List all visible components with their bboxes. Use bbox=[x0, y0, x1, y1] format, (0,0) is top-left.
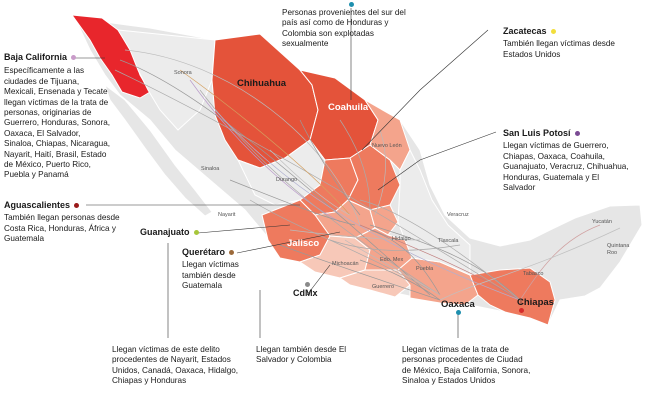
label-edo-mex: Edo. Mex bbox=[380, 257, 404, 263]
state-guerrero bbox=[338, 269, 411, 298]
callout-desc: También llegan víctimas desde Estados Un… bbox=[503, 39, 615, 59]
label-puebla: Puebla bbox=[416, 266, 434, 272]
callout-desc: Llegan víctimas de la trata de personas … bbox=[402, 345, 531, 386]
callout-baja-california: Baja California Específicamente a las ci… bbox=[4, 52, 112, 181]
callout-zacatecas: Zacatecas También llegan víctimas desde … bbox=[503, 26, 631, 60]
marker-oaxaca bbox=[456, 310, 461, 315]
callout-title: Zacatecas bbox=[503, 26, 547, 36]
label-tlaxcala: Tlaxcala bbox=[438, 238, 459, 244]
label-yucatan: Yucatán bbox=[592, 219, 612, 225]
callout-oaxaca-detail: Llegan víctimas de la trata de personas … bbox=[402, 345, 532, 387]
callout-title: CdMx bbox=[293, 288, 318, 298]
label-tabasco: Tabasco bbox=[523, 271, 544, 277]
marker-dot bbox=[349, 2, 354, 7]
callout-north-exploitation: Personas provenientes del sur del país a… bbox=[282, 2, 412, 50]
callout-title: San Luis Potosí bbox=[503, 128, 571, 138]
label-durango: Durango bbox=[276, 177, 298, 183]
callout-desc: Llegan víctimas de Guerrero, Chiapas, Oa… bbox=[503, 141, 629, 193]
callout-desc: Llegan víctimas de este delito procedent… bbox=[112, 345, 239, 386]
state-label-coahuila: Coahuila bbox=[328, 102, 369, 113]
marker-dot bbox=[229, 250, 235, 256]
callout-aguascalientes: Aguascalientes También llegan personas d… bbox=[4, 200, 136, 245]
state-label-jalisco: Jalisco bbox=[287, 238, 320, 249]
label-sonora: Sonora bbox=[174, 70, 192, 76]
callout-desc: Específicamente a las ciudades de Tijuan… bbox=[4, 66, 111, 180]
state-label-chiapas: Chiapas bbox=[517, 297, 554, 308]
label-hidalgo: Hidalgo bbox=[392, 236, 411, 242]
label-quintana-roo: Quintana Roo bbox=[607, 243, 630, 256]
label-nuevo-leon: Nuevo León bbox=[372, 143, 402, 149]
label-guerrero: Guerrero bbox=[372, 284, 395, 290]
callout-title: Baja California bbox=[4, 52, 68, 62]
label-nayarit: Nayarit bbox=[218, 212, 236, 218]
callout-desc: Llegan víctimas también desde Guatemala bbox=[182, 260, 239, 291]
flow-lines bbox=[114, 49, 621, 301]
baja-sur-land bbox=[104, 83, 213, 217]
state-label-chihuahua: Chihuahua bbox=[237, 78, 287, 89]
marker-dot bbox=[193, 230, 199, 236]
marker-dot bbox=[71, 55, 77, 61]
marker-chiapas bbox=[519, 308, 524, 313]
label-sinaloa: Sinaloa bbox=[201, 166, 220, 172]
marker-dot bbox=[305, 282, 310, 287]
marker-dot bbox=[550, 29, 556, 35]
callout-desc: Personas provenientes del sur del país a… bbox=[282, 8, 406, 49]
callout-title: Guanajuato bbox=[140, 227, 190, 237]
callout-guanajuato-detail: Llegan víctimas de este delito procedent… bbox=[112, 345, 242, 387]
label-michoacan: Michoacán bbox=[332, 261, 359, 267]
callout-cdmx: CdMx bbox=[293, 282, 343, 299]
state-label-oaxaca: Oaxaca bbox=[441, 299, 475, 310]
label-veracruz: Veracruz bbox=[447, 212, 469, 218]
callout-desc: También llegan personas desde Costa Rica… bbox=[4, 213, 120, 244]
callout-title: Querétaro bbox=[182, 247, 226, 257]
callout-san-luis-potosi: San Luis Potosí Llegan víctimas de Guerr… bbox=[503, 128, 633, 193]
callout-queretaro: Querétaro Llegan víctimas también desde … bbox=[182, 247, 260, 292]
leader-lines bbox=[73, 8, 522, 338]
callout-desc: Llegan también desde El Salvador y Colom… bbox=[256, 345, 347, 365]
marker-dot bbox=[574, 131, 580, 137]
callout-title: Aguascalientes bbox=[4, 200, 71, 210]
marker-dot bbox=[74, 203, 80, 209]
callout-cdmx-detail: Llegan también desde El Salvador y Colom… bbox=[256, 345, 364, 366]
callout-guanajuato: Guanajuato bbox=[140, 227, 220, 238]
state-nuevo-leon bbox=[364, 99, 411, 171]
